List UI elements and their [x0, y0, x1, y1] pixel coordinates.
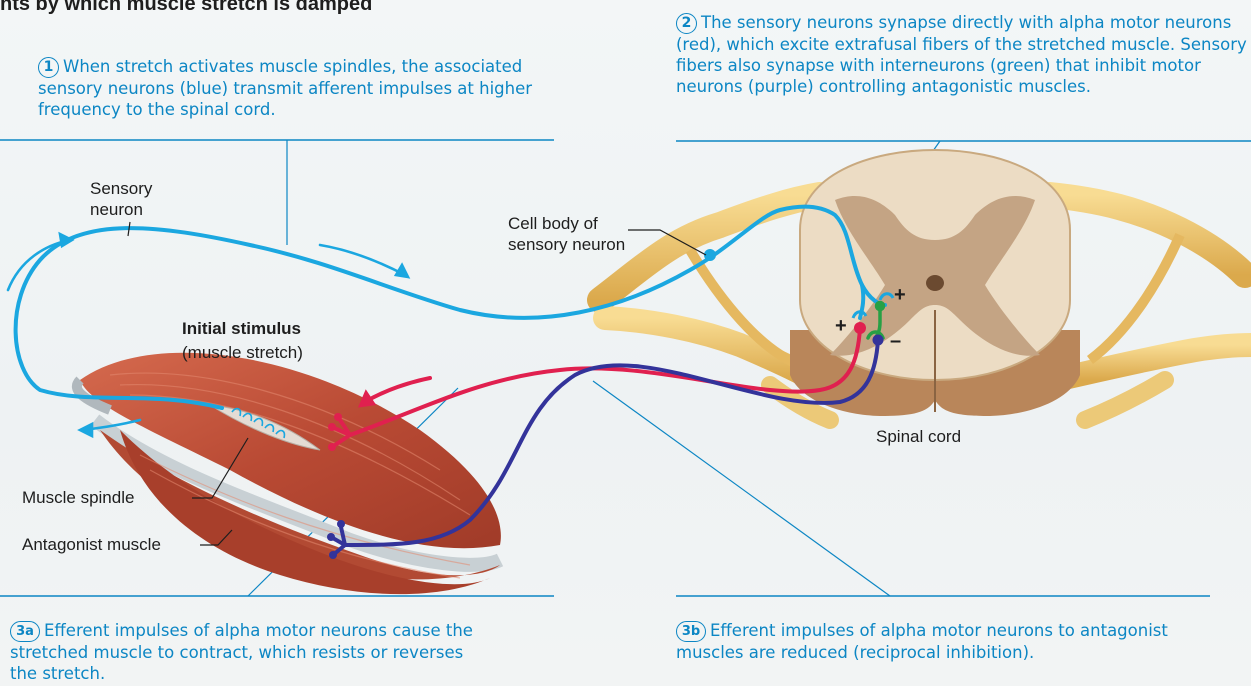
minus-sign: –	[890, 330, 901, 353]
motor-cell-body	[854, 322, 866, 334]
muscle-group	[77, 353, 501, 594]
step3b-text: Efferent impulses of alpha motor neurons…	[676, 621, 1168, 662]
muscle-stretch-label: (muscle stretch)	[182, 342, 303, 363]
step3a-number: 3a	[10, 621, 40, 642]
step1-number: 1	[38, 57, 59, 78]
initial-stimulus-label: Initial stimulus	[182, 318, 301, 339]
leader-line-3b	[593, 381, 890, 596]
spinal-cord-label: Spinal cord	[876, 426, 961, 447]
step3a-text: Efferent impulses of alpha motor neurons…	[10, 621, 473, 683]
cell-body-label: Cell body of sensory neuron	[508, 213, 628, 255]
step3b-number: 3b	[676, 621, 706, 642]
step1-text: When stretch activates muscle spindles, …	[38, 57, 532, 119]
plus-sign-left: +	[835, 315, 847, 338]
step2-number: 2	[676, 13, 697, 34]
antagonist-muscle-label: Antagonist muscle	[22, 534, 161, 555]
sensory-neuron-label: Sensory neuron	[90, 178, 190, 220]
antagonist-motor-cell-body	[873, 335, 884, 346]
muscle-spindle-label: Muscle spindle	[22, 487, 134, 508]
plus-sign-right: +	[894, 284, 906, 307]
spinal-cord-section	[790, 150, 1080, 416]
step2-text: The sensory neurons synapse directly wit…	[676, 13, 1247, 96]
